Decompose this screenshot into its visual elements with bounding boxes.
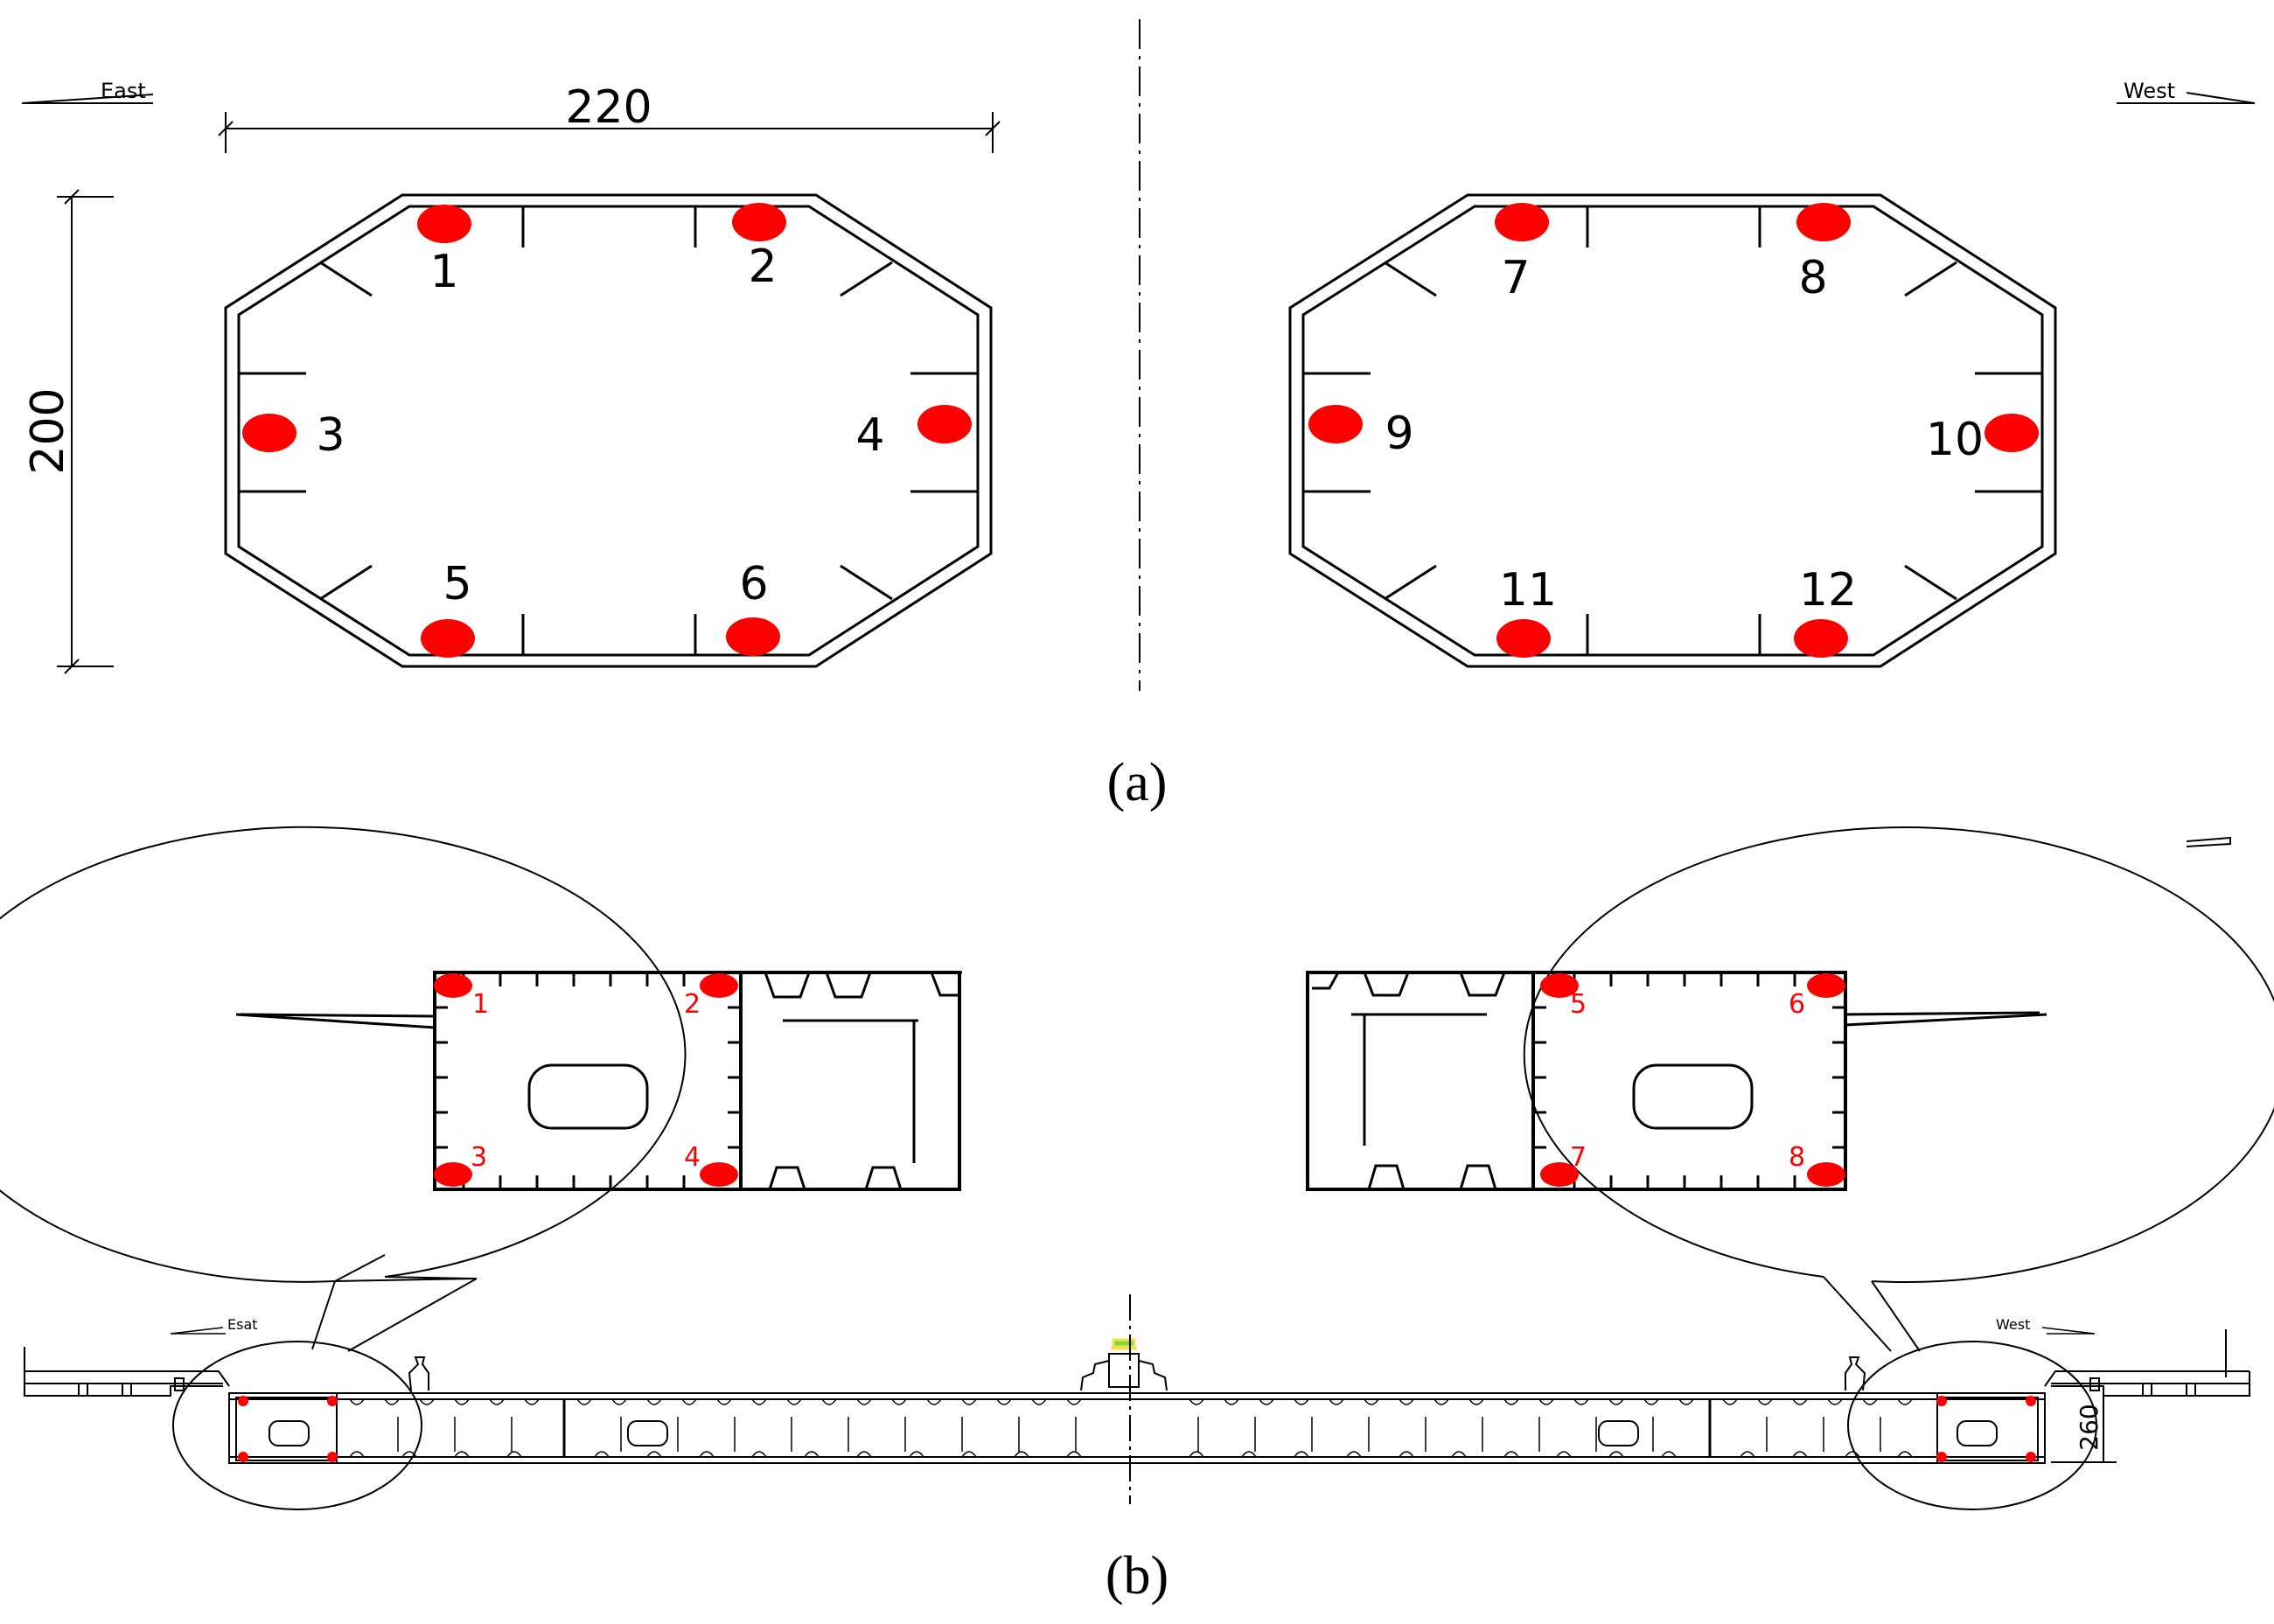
sensor-point <box>2026 1452 2036 1462</box>
bridge-deck-section: Esat West <box>24 1294 2250 1510</box>
dimension-height: 200 <box>22 189 114 674</box>
east-label: Esat <box>227 1316 258 1333</box>
sensor-point <box>1807 973 1845 998</box>
dimension-width: 220 <box>218 81 1001 153</box>
west-arrow <box>2041 1327 2096 1335</box>
west-section-octagon <box>1288 193 2057 668</box>
east-label: East <box>101 79 146 103</box>
sensor-point <box>238 1452 248 1462</box>
point-label: 5 <box>443 558 471 610</box>
west-arrow: West <box>2117 79 2256 104</box>
stiffeners <box>1303 206 2042 655</box>
deck-sensors <box>238 1396 2036 1462</box>
left-zoom-sensors: 1 2 3 4 <box>434 973 738 1187</box>
point-label: 4 <box>684 1142 701 1173</box>
sensor-point <box>1807 1162 1845 1187</box>
sensor-point <box>1796 203 1851 241</box>
ticks <box>1533 972 1845 1189</box>
sensor-point <box>726 617 780 656</box>
panel-b: 1 2 3 4 <box>0 826 2274 1510</box>
sensor-point <box>2026 1396 2036 1406</box>
panel-a: East West 220 200 <box>21 19 2256 691</box>
sensor-point <box>1308 405 1363 443</box>
ticks <box>435 972 741 1189</box>
side-barrier <box>1845 1356 1866 1391</box>
caption-b: (b) <box>1106 1546 1168 1606</box>
sensor-point <box>1495 203 1549 241</box>
east-sensor-points: 1 2 3 4 5 6 <box>242 203 972 658</box>
sensor-point <box>917 405 972 443</box>
sensor-point <box>327 1452 338 1462</box>
west-sensor-points: 7 8 9 10 11 12 <box>1308 203 2039 658</box>
sensor-point <box>1936 1452 1947 1462</box>
point-label: 7 <box>1501 252 1530 304</box>
sensor-point <box>1936 1396 1947 1406</box>
east-arrow: East <box>21 79 154 104</box>
west-label: West <box>1996 1316 2030 1333</box>
dim-height-label: 200 <box>22 387 74 474</box>
point-label: 3 <box>471 1142 487 1173</box>
sensor-point <box>327 1396 338 1406</box>
point-label: 6 <box>1789 989 1805 1020</box>
point-label: 1 <box>429 246 458 298</box>
west-label: West <box>2124 79 2175 103</box>
point-label: 7 <box>1570 1142 1587 1173</box>
point-label: 11 <box>1499 564 1557 617</box>
point-label: 1 <box>472 989 489 1020</box>
right-zoom-sensors: 5 6 7 8 <box>1540 973 1845 1187</box>
caption-a: (a) <box>1107 753 1168 812</box>
sensor-point <box>417 205 471 243</box>
sensor-point <box>700 973 738 998</box>
point-label: 10 <box>1926 414 1984 466</box>
sensor-point <box>434 973 472 998</box>
sensor-point <box>421 619 475 658</box>
sensor-point <box>732 203 786 241</box>
sensor-point <box>1985 414 2039 452</box>
point-label: 2 <box>748 240 777 293</box>
dim-depth-label: 260 <box>2075 1404 2103 1450</box>
deck-ribs <box>349 1398 1913 1458</box>
sensor-point <box>1496 619 1551 658</box>
point-label: 12 <box>1799 564 1857 617</box>
east-section-octagon <box>224 193 993 668</box>
sensor-point <box>238 1396 248 1406</box>
right-zoom-content <box>1306 971 2047 1191</box>
deck-diaphragms <box>397 1417 1881 1452</box>
sensor-point <box>434 1162 472 1187</box>
zoom-circle <box>172 1341 422 1510</box>
point-label: 3 <box>316 409 345 462</box>
left-zoom-callout <box>0 826 687 1352</box>
stiffeners <box>239 206 978 655</box>
point-label: 4 <box>855 409 884 462</box>
point-label: 6 <box>739 558 768 610</box>
sensor-point <box>700 1162 738 1187</box>
left-zoom-content <box>235 971 962 1191</box>
median-barrier <box>1080 1338 1168 1391</box>
point-label: 2 <box>684 989 701 1020</box>
sensor-point <box>1540 1162 1579 1187</box>
dim-width-label: 220 <box>565 81 652 134</box>
point-label: 9 <box>1385 408 1413 460</box>
sensor-point <box>1540 973 1579 998</box>
right-zoom-callout <box>1523 826 2274 1352</box>
point-label: 8 <box>1798 252 1827 304</box>
east-arrow <box>170 1327 226 1335</box>
north-mark <box>2186 836 2231 847</box>
side-barrier <box>408 1356 429 1391</box>
sensor-point <box>1794 619 1848 658</box>
point-label: 5 <box>1570 989 1587 1020</box>
zoom-circle <box>1847 1341 2097 1510</box>
point-label: 8 <box>1789 1142 1805 1173</box>
sensor-point <box>242 414 296 452</box>
